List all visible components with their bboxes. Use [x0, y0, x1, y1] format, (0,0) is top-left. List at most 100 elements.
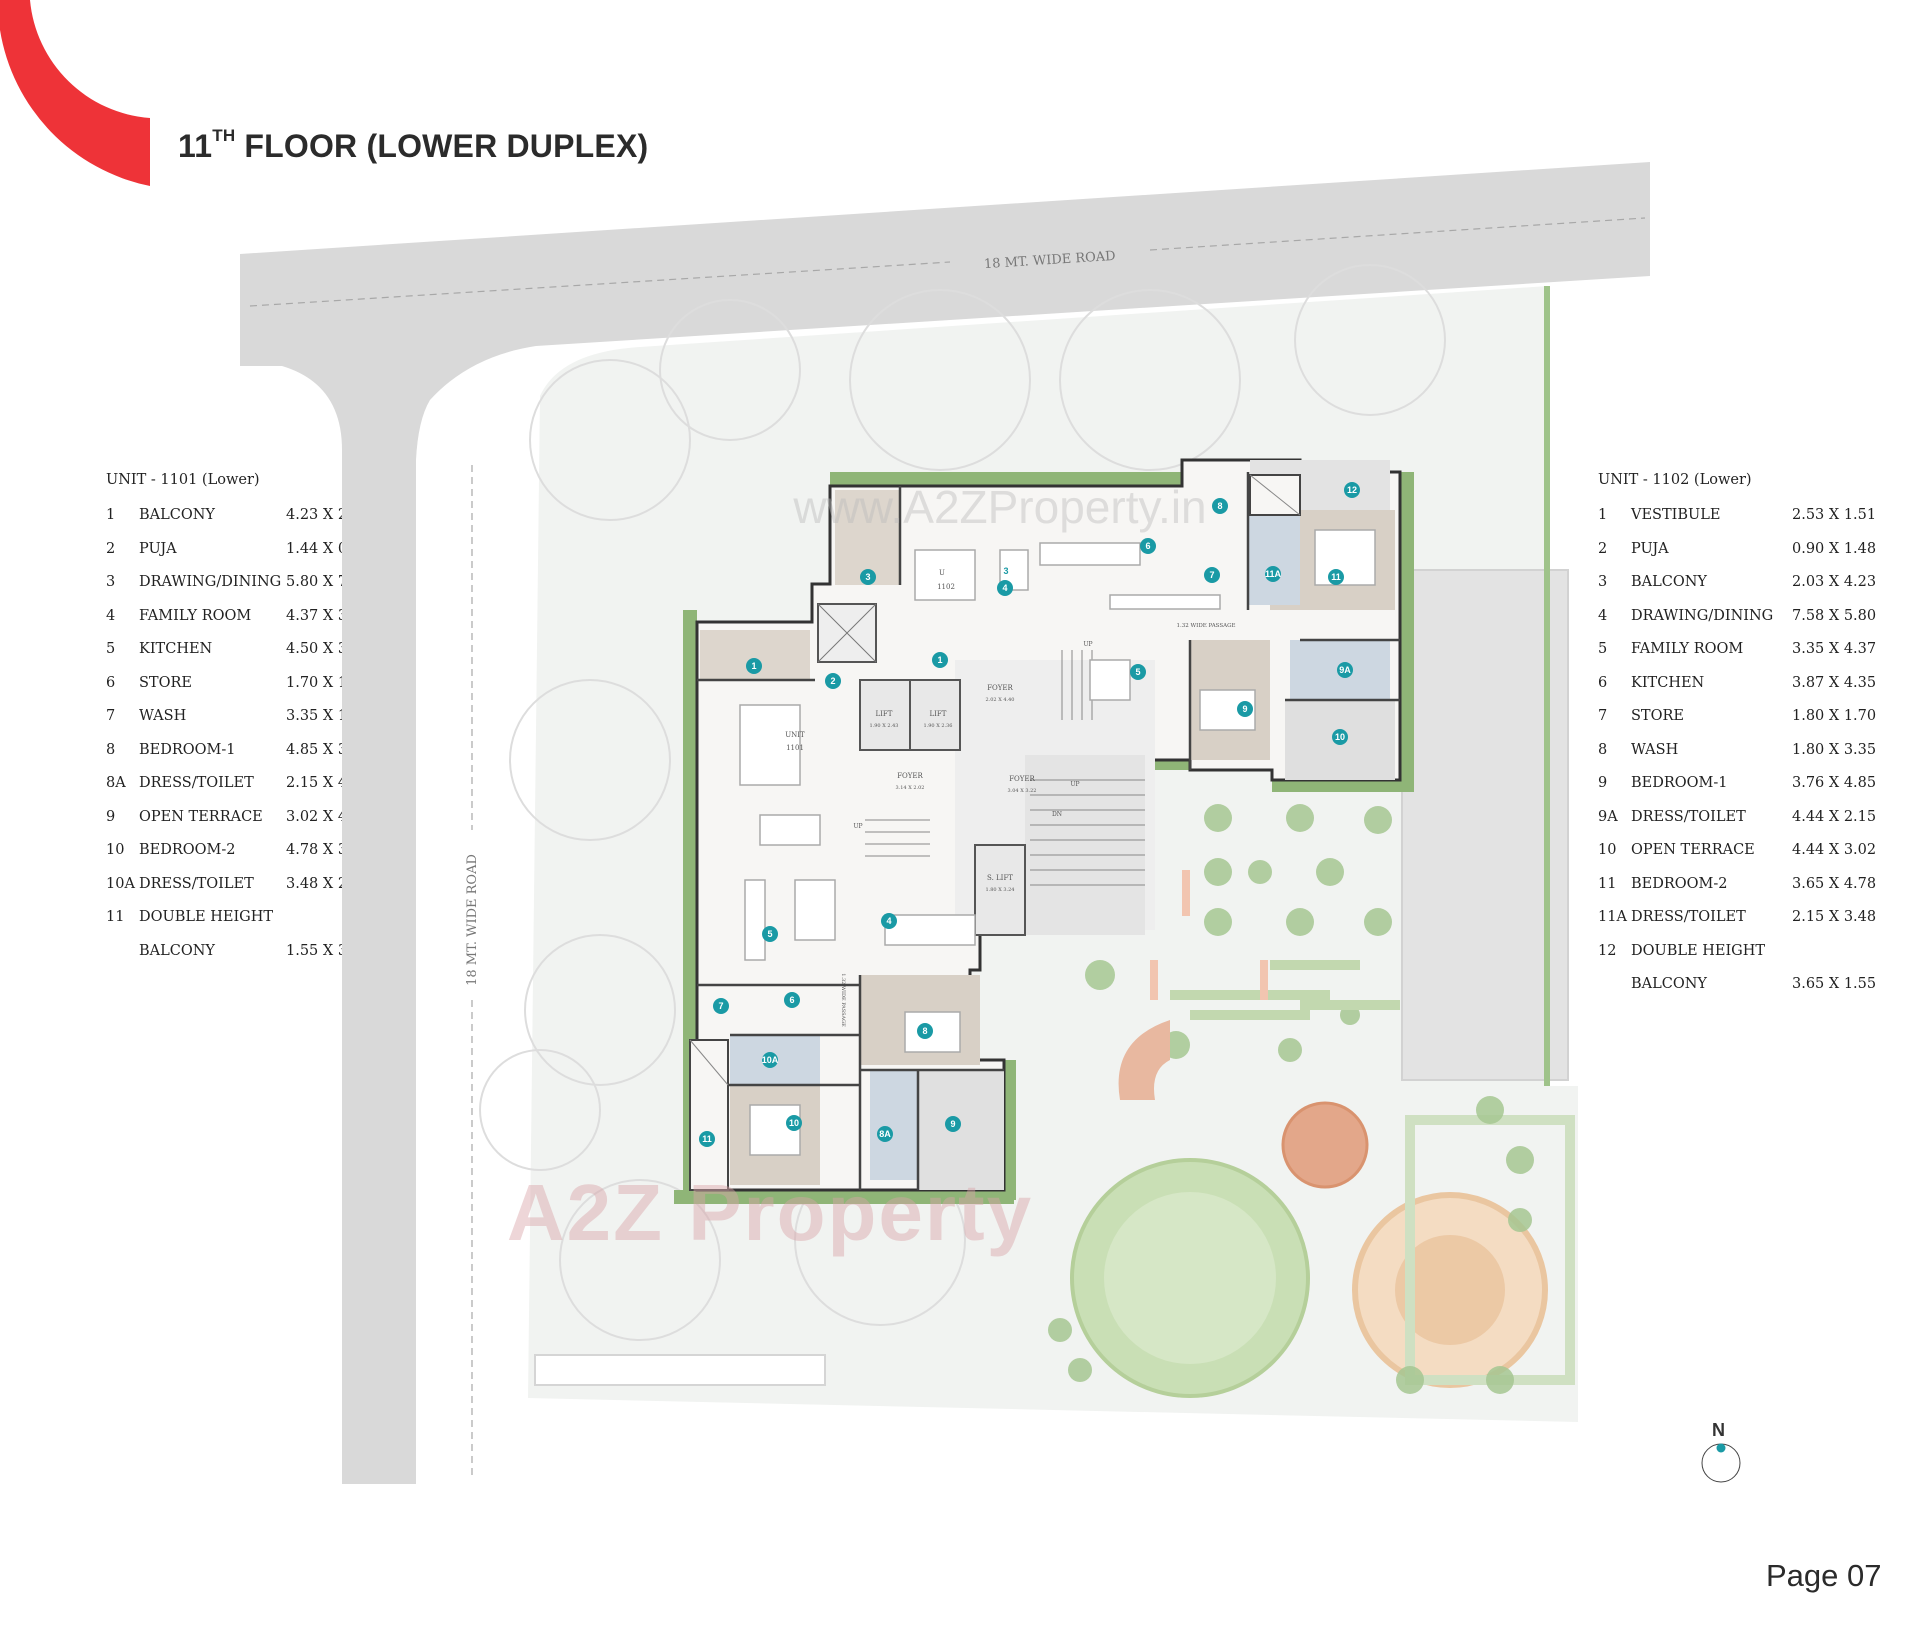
svg-text:3: 3	[1003, 566, 1008, 576]
svg-text:9A: 9A	[1339, 665, 1351, 675]
marker-1102-11a: 11A	[1265, 566, 1282, 582]
service-lift-label: S. LIFT	[987, 874, 1013, 882]
lift-1-dim: 1.90 X 2.43	[869, 723, 898, 729]
service-lift-dim: 1.80 X 3.24	[985, 887, 1014, 893]
lift-2-label: LIFT	[930, 710, 947, 718]
svg-text:5: 5	[767, 929, 772, 939]
unit-1101-heading: UNIT - 1101 (Lower)	[106, 472, 260, 488]
passage-right-label: 1.32 WIDE PASSAGE	[1177, 623, 1236, 629]
foyer-top-label: FOYER	[987, 684, 1013, 692]
marker-1102-10: 10	[1332, 729, 1348, 745]
lift-2-dim: 1.90 X 2.36	[923, 723, 952, 729]
marker-1101-3: 3	[860, 569, 876, 585]
marker-1101-2: 2	[825, 673, 841, 689]
svg-text:7: 7	[1209, 570, 1214, 580]
room-markers: 1 2 3 4 5 6 7 8 8A 9 10 10A 11 1 3 4 5 6…	[699, 482, 1360, 1147]
svg-text:10: 10	[789, 1118, 799, 1128]
stair-up-3: UP	[1070, 781, 1079, 788]
svg-text:7: 7	[718, 1001, 723, 1011]
building-outline	[674, 458, 1414, 1204]
unit-1101-label: UNIT	[785, 731, 805, 739]
marker-1102-11: 11	[1328, 569, 1344, 585]
marker-1101-1: 1	[746, 658, 762, 674]
marker-1102-8: 8	[1212, 498, 1228, 514]
svg-text:2: 2	[830, 676, 835, 686]
svg-text:4: 4	[886, 916, 891, 926]
svg-text:10: 10	[1335, 732, 1345, 742]
lift-1-label: LIFT	[876, 710, 893, 718]
svg-text:8A: 8A	[879, 1129, 891, 1139]
marker-1101-6: 6	[784, 992, 800, 1008]
marker-1102-12: 12	[1344, 482, 1360, 498]
svg-text:5: 5	[1135, 667, 1140, 677]
marker-1101-10: 10	[786, 1115, 802, 1131]
marker-1102-4: 4	[997, 580, 1013, 596]
marker-1101-8a: 8A	[877, 1126, 893, 1142]
north-compass-icon	[1701, 1443, 1741, 1483]
red-corner-arc	[0, 0, 150, 186]
marker-1102-7: 7	[1204, 567, 1220, 583]
svg-text:10A: 10A	[762, 1055, 779, 1065]
compass-label: N	[1712, 1420, 1725, 1440]
foyer-mid-label: FOYER	[1009, 775, 1035, 783]
watermark-url: www.A2ZProperty.in	[792, 481, 1206, 533]
road-left-label: 18 MT. WIDE ROAD	[465, 854, 480, 986]
svg-text:6: 6	[1145, 541, 1150, 551]
svg-text:6: 6	[789, 995, 794, 1005]
svg-text:8: 8	[922, 1026, 927, 1036]
stair-dn: DN	[1052, 811, 1062, 818]
svg-text:4: 4	[1002, 583, 1007, 593]
stair-up-1: UP	[1083, 641, 1092, 648]
marker-1102-5: 5	[1130, 664, 1146, 680]
svg-text:11A: 11A	[1265, 569, 1282, 579]
svg-text:11: 11	[1331, 572, 1341, 582]
marker-1102-1: 1	[932, 652, 948, 668]
marker-1101-8: 8	[917, 1023, 933, 1039]
svg-text:9: 9	[1242, 704, 1247, 714]
svg-text:8: 8	[1217, 501, 1222, 511]
svg-text:11: 11	[702, 1134, 712, 1144]
svg-text:1: 1	[751, 661, 756, 671]
foyer-left-label: FOYER	[897, 772, 923, 780]
marker-1102-9a: 9A	[1337, 662, 1353, 678]
marker-1101-11: 11	[699, 1131, 715, 1147]
page-title: 11TH FLOOR (LOWER DUPLEX)	[178, 126, 649, 164]
watermark-logo: A2Z Property	[507, 1168, 1033, 1257]
foyer-mid-dim: 3.04 X 3.22	[1007, 788, 1036, 794]
roads	[240, 162, 1650, 1484]
svg-text:1: 1	[937, 655, 942, 665]
marker-1101-10a: 10A	[762, 1052, 779, 1068]
marker-1101-5: 5	[762, 926, 778, 942]
unit-1102-number: 1102	[937, 583, 955, 591]
svg-text:12: 12	[1347, 485, 1357, 495]
foyer-top-dim: 2.02 X 4.40	[985, 697, 1014, 703]
marker-1101-4: 4	[881, 913, 897, 929]
unit-1101-number: 1101	[786, 744, 804, 752]
marker-1102-6: 6	[1140, 538, 1156, 554]
svg-text:3: 3	[865, 572, 870, 582]
marker-1102-9: 9	[1237, 701, 1253, 717]
unit-1102-label: U	[939, 569, 945, 577]
foyer-left-dim: 3.14 X 2.02	[895, 785, 924, 791]
passage-left-label: 1.32 WIDE PASSAGE	[840, 973, 846, 1027]
marker-1102-3: 3	[1003, 566, 1008, 576]
marker-1101-9: 9	[945, 1116, 961, 1132]
marker-1101-7: 7	[713, 998, 729, 1014]
